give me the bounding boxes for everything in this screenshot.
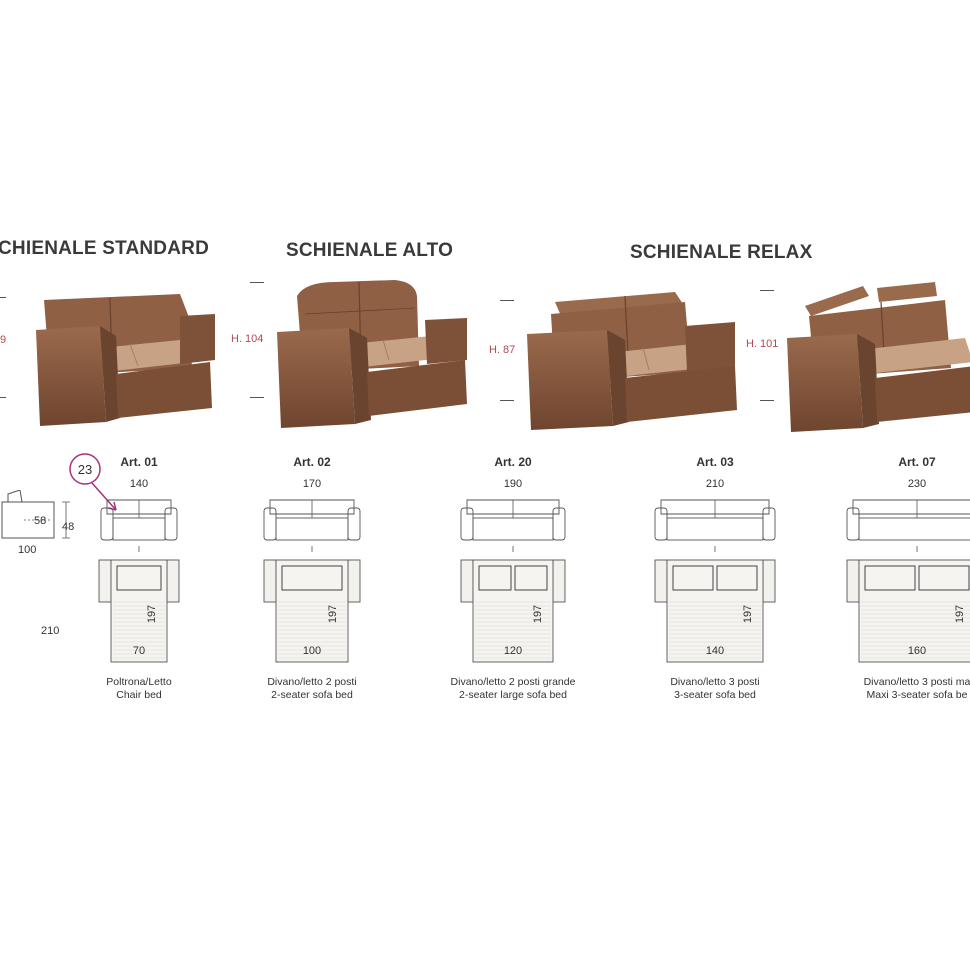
mattress-width-dim: 70 (132, 645, 146, 657)
caption-english: Chair bed (116, 689, 162, 701)
mattress-width-dim: 100 (302, 645, 322, 657)
armchair-depth-dim: 100 (18, 544, 37, 556)
caption-italian: Divano/letto 2 posti (267, 676, 357, 688)
closed-width-dim: 140 (129, 478, 149, 490)
heading-schienale-relax: SCHIENALE RELAX (630, 242, 813, 263)
callout-number: 23 (77, 462, 93, 477)
height-tick-relax-high-bottom (760, 400, 774, 401)
caption-english: Maxi 3-seater sofa be (866, 689, 968, 701)
sofa-bed-drawing (654, 499, 776, 663)
caption-italian: Divano/letto 2 posti grande (450, 676, 576, 688)
closed-width-dim: 170 (302, 478, 322, 490)
closed-width-dim: 230 (907, 478, 927, 490)
heading-schienale-alto: SCHIENALE ALTO (286, 240, 454, 261)
sofa-image-alto (277, 280, 467, 428)
sofa-image-relax-low (527, 292, 737, 430)
height-label-relax-high: H. 101 (746, 338, 779, 350)
mattress-length-dim: 197 (146, 604, 159, 624)
sofa-bed-drawing (98, 499, 180, 663)
mattress-width-dim: 160 (907, 645, 927, 657)
sofa-bed-drawing (846, 499, 970, 663)
armchair-side-diagram (1, 490, 70, 539)
caption-italian: Poltrona/Letto (106, 676, 172, 688)
height-tick-relax-high-top (760, 290, 774, 291)
sofa-image-relax-high (787, 282, 970, 432)
art-number: Art. 01 (120, 455, 158, 469)
mattress-length-dim: 197 (532, 604, 545, 624)
height-tick-relax-low-bottom (500, 400, 514, 401)
callout-23-arrow (69, 453, 117, 511)
caption-italian: Divano/letto 3 posti (670, 676, 760, 688)
caption-english: 3-seater sofa bed (674, 689, 756, 701)
armchair-height-dim: 48 (62, 521, 75, 533)
open-length-dim: 210 (41, 625, 60, 637)
mattress-length-dim: 197 (742, 604, 755, 624)
height-label-standard: 9 (0, 334, 7, 346)
armchair-seat-dim: 58 (34, 515, 47, 527)
height-tick-standard-bottom (0, 397, 6, 398)
height-tick-standard-top (0, 297, 6, 298)
height-label-alto: H. 104 (231, 333, 264, 345)
mattress-length-dim: 197 (327, 604, 340, 624)
height-tick-alto-top (250, 282, 264, 283)
mattress-width-dim: 140 (705, 645, 725, 657)
mattress-length-dim: 197 (954, 604, 967, 624)
art-number: Art. 03 (696, 455, 734, 469)
closed-width-dim: 190 (503, 478, 523, 490)
art-number: Art. 20 (494, 455, 532, 469)
mattress-width-dim: 120 (503, 645, 523, 657)
heading-schienale-standard: CHIENALE STANDARD (0, 238, 209, 259)
height-label-relax-low: H. 87 (489, 344, 516, 356)
art-number: Art. 07 (898, 455, 936, 469)
caption-english: 2-seater large sofa bed (459, 689, 567, 701)
height-tick-alto-bottom (250, 397, 264, 398)
caption-english: 2-seater sofa bed (271, 689, 353, 701)
sofa-bed-drawing (263, 499, 361, 663)
closed-width-dim: 210 (705, 478, 725, 490)
height-tick-relax-low-top (500, 300, 514, 301)
art-number: Art. 02 (293, 455, 331, 469)
sofa-image-standard (36, 294, 215, 426)
sofa-bed-drawing (460, 499, 566, 663)
caption-italian: Divano/letto 3 posti ma (863, 676, 970, 688)
